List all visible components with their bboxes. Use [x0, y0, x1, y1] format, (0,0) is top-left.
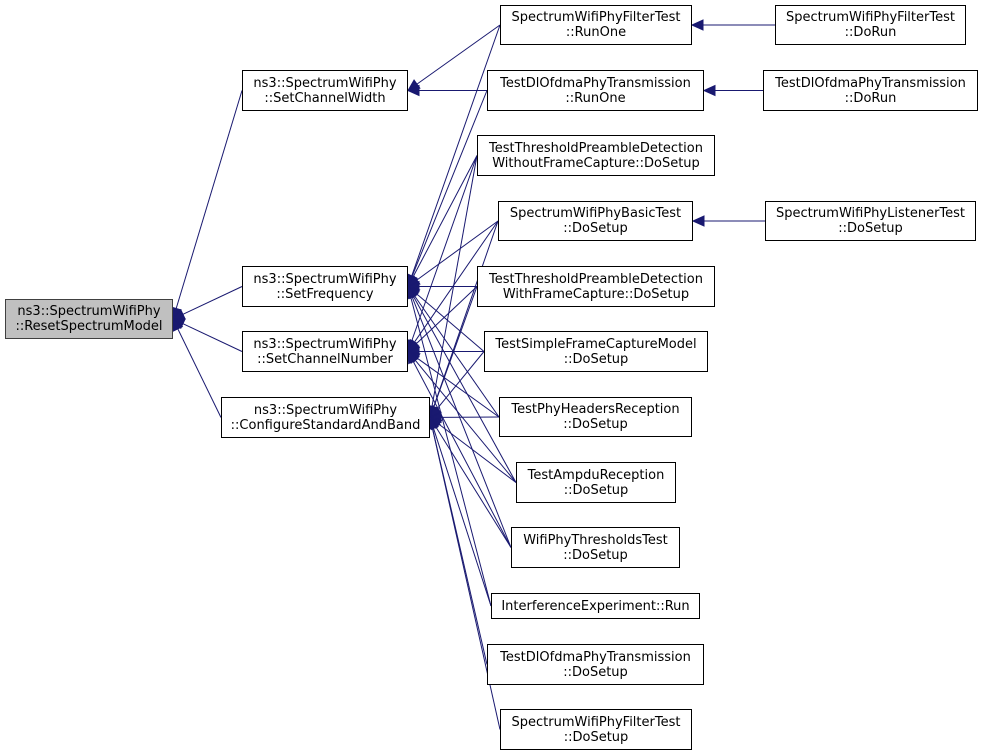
- node-label-line-2: ::DoSetup: [563, 664, 628, 680]
- node-label-line-1: ns3::SpectrumWifiPhy: [253, 271, 397, 287]
- node-label-line-1: TestThresholdPreambleDetection: [489, 140, 703, 156]
- node-label-line-2: WithFrameCapture::DoSetup: [502, 286, 690, 302]
- edge-arrowhead: [691, 215, 705, 227]
- edge-simple-to-setfreq: [416, 293, 485, 352]
- node-label-line-1: TestPhyHeadersReception: [511, 402, 680, 417]
- edge-basic-to-setfreq: [416, 220, 499, 281]
- node-label-line-2: ::DoSetup: [563, 351, 629, 367]
- edge-thresh-to-config: [435, 426, 512, 548]
- node-thresholds-test[interactable]: WifiPhyThresholdsTest ::DoSetup: [511, 527, 680, 568]
- node-dl-ofdma-do-run[interactable]: TestDlOfdmaPhyTransmission ::DoRun: [763, 70, 978, 111]
- node-label-line-1: ns3::SpectrumWifiPhy: [17, 304, 161, 319]
- node-label-line-1: SpectrumWifiPhyFilterTest: [511, 10, 681, 25]
- node-label-line-2: ::DoRun: [844, 90, 897, 106]
- node-filter-test-do-setup[interactable]: SpectrumWifiPhyFilterTest ::DoSetup: [500, 709, 692, 750]
- node-label-line-1: SpectrumWifiPhyFilterTest: [786, 10, 955, 25]
- edge-headers-to-setnum: [416, 357, 500, 418]
- edge-setfreq-to-reset: [182, 286, 243, 315]
- node-label-line-2: ::ResetSpectrumModel: [15, 319, 163, 334]
- node-reset-spectrum-model: ns3::SpectrumWifiPhy ::ResetSpectrumMode…: [5, 299, 173, 339]
- node-label-line-1: TestThresholdPreambleDetection: [489, 271, 703, 287]
- node-dl-ofdma-run-one[interactable]: TestDlOfdmaPhyTransmission ::RunOne: [487, 70, 704, 111]
- node-label-line-2: ::RunOne: [565, 90, 626, 106]
- edge-thr_w-to-config: [433, 286, 478, 408]
- node-label-line-1: TestDlOfdmaPhyTransmission: [500, 75, 691, 91]
- edge-filt_run-to-setwidth: [416, 24, 501, 85]
- node-configure-standard-and-band[interactable]: ns3::SpectrumWifiPhy ::ConfigureStandard…: [221, 397, 430, 438]
- edge-thr_w-to-setnum: [415, 286, 478, 345]
- node-label-line-2: ::DoRun: [844, 25, 897, 40]
- edge-arrowhead: [690, 19, 704, 31]
- node-set-channel-width[interactable]: ns3::SpectrumWifiPhy ::SetChannelWidth: [242, 70, 408, 111]
- node-label-line-2: ::SetFrequency: [276, 286, 374, 302]
- edge-arrowhead: [407, 350, 419, 365]
- node-label-line-2: ::DoSetup: [563, 729, 629, 745]
- node-label-line-2: ::SetChannelNumber: [257, 351, 393, 367]
- node-set-frequency[interactable]: ns3::SpectrumWifiPhy ::SetFrequency: [242, 266, 408, 307]
- node-label-line-1: InterferenceExperiment::Run: [501, 598, 690, 614]
- edge-dl_run-to-setfreq: [411, 90, 488, 277]
- edge-interf-to-config: [432, 427, 492, 607]
- node-label-line-1: ns3::SpectrumWifiPhy: [253, 402, 398, 418]
- edge-config-to-reset: [177, 328, 222, 418]
- edge-ampdu-to-setnum: [414, 359, 517, 483]
- node-label-line-2: ::DoSetup: [563, 221, 628, 236]
- node-label-line-2: ::DoSetup: [563, 482, 629, 498]
- node-set-channel-number[interactable]: ns3::SpectrumWifiPhy ::SetChannelNumber: [242, 331, 408, 372]
- node-label-line-1: ns3::SpectrumWifiPhy: [253, 75, 397, 91]
- edge-thr_wo-to-config: [431, 155, 478, 407]
- edge-arrowhead: [406, 84, 420, 97]
- node-simple-frame-capture[interactable]: TestSimpleFrameCaptureModel ::DoSetup: [484, 331, 708, 372]
- edge-ampdu-to-setfreq: [412, 295, 517, 483]
- node-ampdu-reception[interactable]: TestAmpduReception ::DoSetup: [516, 462, 676, 503]
- node-label-line-1: TestAmpduReception: [527, 467, 665, 483]
- edge-thresh-to-setfreq: [411, 296, 512, 548]
- node-basic-test-do-setup[interactable]: SpectrumWifiPhyBasicTest ::DoSetup: [498, 201, 693, 241]
- node-label-line-1: SpectrumWifiPhyListenerTest: [775, 206, 966, 221]
- node-threshold-with-capture[interactable]: TestThresholdPreambleDetection WithFrame…: [477, 266, 715, 307]
- node-label-line-2: WithoutFrameCapture::DoSetup: [492, 155, 700, 171]
- edge-setwidth-to-reset: [175, 90, 243, 309]
- node-label-line-2: ::SetChannelWidth: [264, 90, 386, 106]
- node-label-line-2: ::DoSetup: [563, 547, 628, 563]
- node-label-line-2: ::RunOne: [565, 25, 627, 40]
- edge-arrowhead: [702, 84, 716, 97]
- node-label-line-2: ::DoSetup: [838, 221, 903, 236]
- node-dl-ofdma-do-setup[interactable]: TestDlOfdmaPhyTransmission ::DoSetup: [487, 644, 704, 685]
- edge-setnum-to-reset: [182, 323, 243, 352]
- edge-thr_wo-to-setfreq: [412, 155, 478, 278]
- node-label-line-1: ns3::SpectrumWifiPhy: [253, 336, 397, 352]
- edge-ampdu-to-config: [438, 423, 517, 483]
- node-label-line-1: TestSimpleFrameCaptureModel: [495, 336, 697, 352]
- node-label-line-1: WifiPhyThresholdsTest: [523, 532, 668, 548]
- edge-thresh-to-setnum: [412, 361, 512, 548]
- node-phy-headers-reception[interactable]: TestPhyHeadersReception ::DoSetup: [499, 397, 692, 437]
- node-label-line-1: SpectrumWifiPhyFilterTest: [511, 714, 681, 730]
- edge-simple-to-config: [436, 351, 485, 410]
- edge-thr_wo-to-setnum: [411, 155, 478, 342]
- node-label-line-2: ::ConfigureStandardAndBand: [230, 417, 421, 433]
- node-interference-experiment[interactable]: InterferenceExperiment::Run: [491, 593, 700, 619]
- node-label-line-1: TestDlOfdmaPhyTransmission: [500, 649, 691, 665]
- node-listener-test-do-setup[interactable]: SpectrumWifiPhyListenerTest ::DoSetup: [765, 201, 976, 241]
- node-label-line-1: TestDlOfdmaPhyTransmission: [775, 75, 966, 91]
- node-filter-test-do-run[interactable]: SpectrumWifiPhyFilterTest ::DoRun: [775, 5, 966, 45]
- node-threshold-without-capture[interactable]: TestThresholdPreambleDetection WithoutFr…: [477, 135, 715, 176]
- edge-basic-to-setnum: [413, 220, 499, 343]
- node-label-line-2: ::DoSetup: [563, 417, 628, 432]
- edge-headers-to-setfreq: [413, 295, 500, 418]
- edge-filt_run-to-setfreq: [411, 24, 501, 277]
- node-label-line-1: SpectrumWifiPhyBasicTest: [509, 206, 682, 221]
- node-filter-test-run-one[interactable]: SpectrumWifiPhyFilterTest ::RunOne: [500, 5, 692, 45]
- edge-arrowhead: [172, 317, 184, 332]
